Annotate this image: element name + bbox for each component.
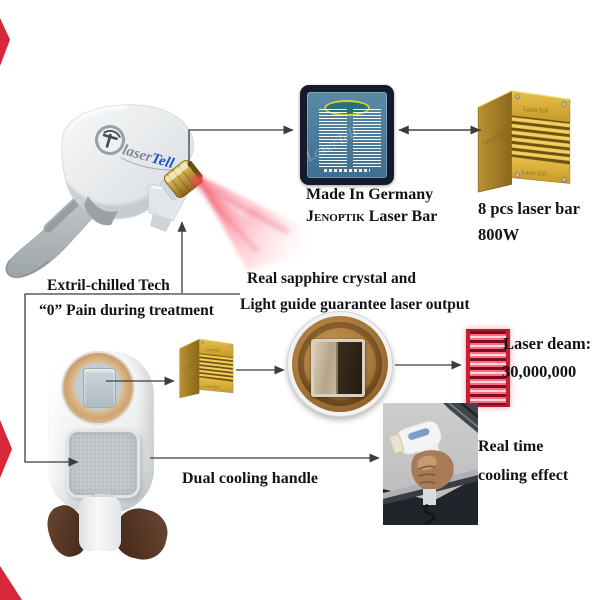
jenoptik-laser-bar-image: LaserTell: [300, 85, 394, 185]
jenoptik-brand: Jenoptik: [306, 208, 365, 225]
gripping-hand: [411, 450, 454, 491]
laser-bar-stack-image: [477, 84, 573, 194]
laser-beam-grid-image: [466, 329, 510, 407]
sapphire-lens-image: [287, 311, 393, 417]
red-edge-artifact: [0, 18, 10, 66]
label-sapphire-2: Light guide guarantee laser output: [240, 296, 470, 313]
label-made-in-germany: Made In Germany: [306, 186, 434, 203]
device-handle-lower: [423, 489, 436, 505]
cooling-plate: [66, 429, 140, 498]
laser-bar-column: [353, 109, 381, 169]
hand-holding-device-photo: [383, 403, 478, 525]
laser-bar-column: [319, 109, 347, 169]
device-grip: [79, 497, 121, 551]
logo-wordmark: laserTell: [121, 142, 177, 172]
label-zero-pain: “0” Pain during treatment: [39, 302, 214, 319]
trigger: [84, 196, 118, 226]
gold-nozzle: [160, 160, 203, 201]
jenoptik-rest: Laser Bar: [364, 208, 438, 225]
label-sapphire-1: Real sapphire crystal and: [247, 270, 416, 287]
crystal-pane-light: [314, 342, 338, 394]
laser-bar-stack-small-image: [179, 335, 235, 399]
laser-bar-panel: [307, 92, 387, 178]
label-extril-chilled: Extril-chilled Tech: [47, 277, 170, 294]
label-8pcs-laser-bar: 8 pcs laser bar: [478, 199, 580, 218]
handpiece-photo: laserTell: [5, 104, 303, 279]
crystal-window: [311, 339, 365, 397]
label-800w: 800W: [478, 225, 520, 244]
device-label: [408, 428, 430, 440]
label-laser-deam: Laser deam:: [503, 334, 592, 353]
crystal-pane-dark: [337, 342, 362, 394]
coiled-cable: [423, 503, 436, 525]
red-edge-artifact: [0, 566, 22, 600]
cooling-head-photo: [22, 345, 182, 565]
red-laser-beam: [194, 174, 303, 271]
top-crystal-window: [83, 368, 116, 408]
red-edge-artifact: [0, 420, 12, 478]
lasertell-logo: laserTell: [95, 125, 179, 172]
website-micro-text: [324, 169, 370, 172]
label-jenoptik-laser-bar: Jenoptik Laser Bar: [306, 208, 437, 226]
label-dual-cooling: Dual cooling handle: [182, 470, 319, 487]
label-30m: 30,000,000: [502, 362, 577, 381]
label-real-time-cooling: Real time cooling effect: [478, 438, 569, 484]
